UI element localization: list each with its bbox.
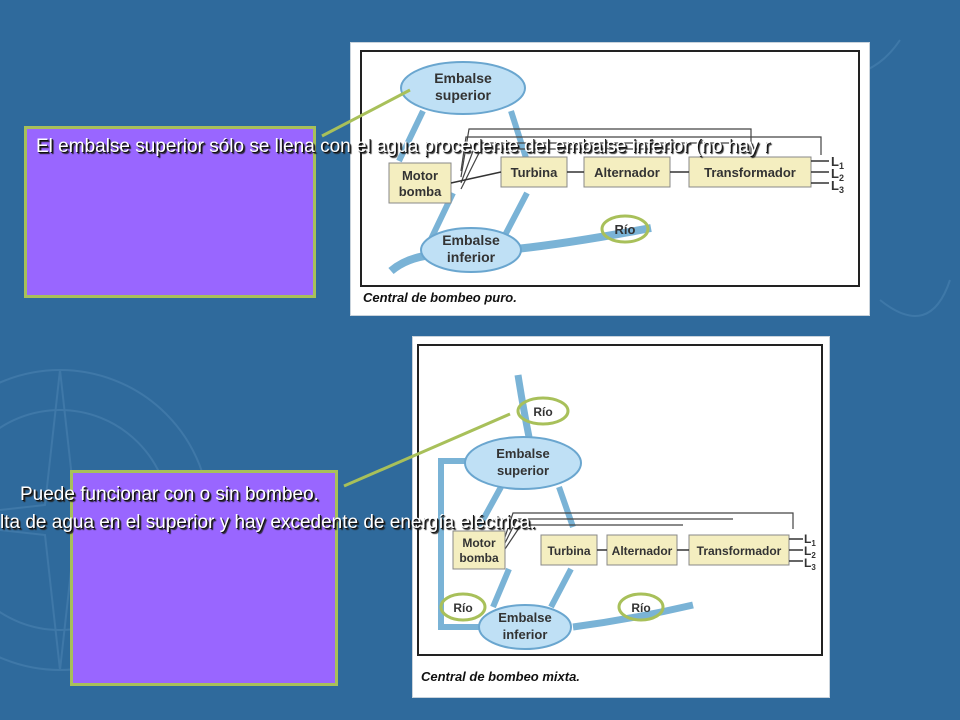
river-top-highlight-circle: [516, 396, 570, 426]
top-description-box: [24, 126, 316, 298]
river-highlight-circle: [600, 214, 650, 244]
river-right-highlight-circle: [617, 592, 665, 622]
alternator-label: Alternador: [612, 544, 673, 558]
lower-reservoir-label-1: Embalse: [442, 232, 500, 248]
transformer-box: [688, 534, 790, 566]
upper-reservoir-label-2: superior: [497, 463, 549, 478]
river-top-label: Río: [533, 405, 552, 419]
line-l1-label: L1: [831, 154, 844, 171]
line-l3-label: L3: [804, 556, 816, 572]
lower-reservoir-label-2: inferior: [447, 249, 496, 265]
transformer-label: Transformador: [704, 165, 796, 180]
bottom-description-box: [70, 470, 338, 686]
river-label: Río: [615, 222, 636, 237]
river-left-label: Río: [453, 601, 472, 615]
line-l1-label: L1: [804, 532, 816, 548]
river-right-label: Río: [631, 601, 650, 615]
pure-pumping-diagram: Embalse superior Embalse inferior Motor …: [350, 42, 870, 316]
motor-pump-label-1: Motor: [462, 536, 496, 550]
bottom-description-text-line1: Puede funcionar con o sin bombeo.: [20, 484, 319, 505]
upper-reservoir-label-2: superior: [435, 87, 492, 103]
top-description-text: El embalse superior sólo se llena con el…: [36, 136, 771, 157]
motor-pump-label-2: bomba: [399, 184, 442, 199]
upper-reservoir-node: [400, 61, 526, 115]
alternator-label: Alternador: [594, 165, 660, 180]
motor-pump-box: [452, 530, 506, 570]
bottom-description-text-line2: lta de agua en el superior y hay exceden…: [0, 512, 536, 533]
mixed-pumping-diagram: Embalse superior Embalse inferior Motor …: [412, 336, 830, 698]
transformer-label: Transformador: [697, 544, 782, 558]
motor-pump-box: [388, 162, 452, 204]
lower-reservoir-node: [478, 604, 572, 650]
turbine-label: Turbina: [511, 165, 558, 180]
mixed-pumping-caption: Central de bombeo mixta.: [421, 669, 580, 684]
river-left-highlight-circle: [439, 592, 487, 622]
lower-reservoir-node: [420, 227, 522, 273]
line-l2-label: L2: [804, 544, 816, 560]
line-l2-label: L2: [831, 166, 844, 183]
lower-reservoir-label-1: Embalse: [498, 610, 551, 625]
turbine-label: Turbina: [547, 544, 590, 558]
line-l3-label: L3: [831, 178, 844, 195]
motor-pump-label-1: Motor: [402, 168, 438, 183]
lower-reservoir-label-2: inferior: [503, 627, 548, 642]
motor-pump-label-2: bomba: [459, 551, 499, 565]
upper-reservoir-label-1: Embalse: [434, 70, 492, 86]
upper-reservoir-label-1: Embalse: [496, 446, 549, 461]
pure-pumping-caption: Central de bombeo puro.: [363, 290, 517, 305]
